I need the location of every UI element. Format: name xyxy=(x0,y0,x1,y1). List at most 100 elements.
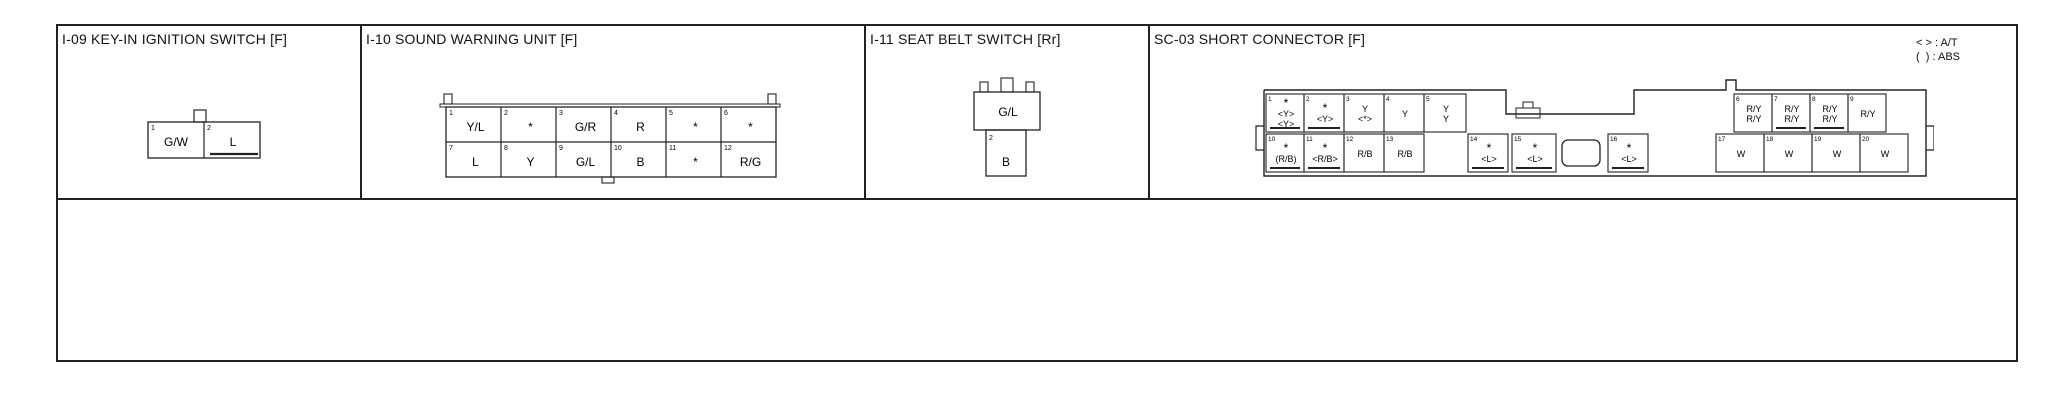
pin-cell xyxy=(1511,133,1557,173)
pin-label: (R/B) xyxy=(1276,154,1297,164)
pin-label: R/Y xyxy=(1822,104,1837,114)
pin-label: R xyxy=(636,120,645,134)
pin-label: R/G xyxy=(740,155,761,169)
pin-number: 2 xyxy=(1306,96,1310,103)
pin-label: B xyxy=(636,155,644,169)
pin-label: * xyxy=(693,155,698,169)
pin-label: R/B xyxy=(1397,149,1412,159)
pin-label: * xyxy=(1627,141,1632,155)
section-title-i10: I-10 SOUND WARNING UNIT [F] xyxy=(366,31,578,47)
pin-number: 16 xyxy=(1610,136,1618,143)
pin-cell xyxy=(1467,133,1509,173)
divider xyxy=(864,26,866,198)
pin-label: W xyxy=(1737,149,1746,159)
pin-number: 9 xyxy=(1850,96,1854,103)
pin-number: 12 xyxy=(1346,136,1354,143)
pin-number: 10 xyxy=(1268,136,1276,143)
pin-label: Y xyxy=(1402,109,1408,119)
pin-label: * xyxy=(1323,141,1328,155)
pin-label: <R/B> xyxy=(1312,154,1338,164)
pin-label: * xyxy=(1533,141,1538,155)
pin-number: 8 xyxy=(1812,96,1816,103)
pin-number: 3 xyxy=(1346,96,1350,103)
pin-label: L xyxy=(230,135,237,149)
pin-number: 4 xyxy=(1386,96,1390,103)
pin-label: <L> xyxy=(1621,154,1637,164)
pin-number: 8 xyxy=(504,145,508,152)
pin-label: * xyxy=(1487,141,1492,155)
pin-number: 1 xyxy=(449,110,453,117)
pin-label: G/W xyxy=(164,135,189,149)
pin-label: L xyxy=(472,155,479,169)
pin-number: 7 xyxy=(1774,96,1778,103)
pin-cell xyxy=(1383,133,1425,173)
pin-label: G/L xyxy=(576,155,596,169)
pin-label: <Y> xyxy=(1317,114,1334,124)
pin-number: 5 xyxy=(1426,96,1430,103)
pin-label: * xyxy=(1284,96,1289,110)
pin-number: 20 xyxy=(1862,136,1870,143)
pin-number: 6 xyxy=(724,110,728,117)
pin-label: Y xyxy=(1443,104,1449,114)
legend-abs: ( ) : ABS xyxy=(1916,51,1961,63)
pin-label: Y xyxy=(526,155,534,169)
pin-label: * xyxy=(1284,141,1289,155)
pin-label: R/Y xyxy=(1784,114,1799,124)
pin-label: W xyxy=(1881,149,1890,159)
pin-label: R/Y xyxy=(1746,104,1761,114)
pin-number: 10 xyxy=(614,145,622,152)
divider xyxy=(360,26,362,198)
pin-number: 11 xyxy=(669,145,676,152)
pin-number: 2 xyxy=(504,110,508,117)
pin-label: R/Y xyxy=(1784,104,1799,114)
divider xyxy=(58,198,2016,200)
sc03-connector: 1*<Y><Y>2*<Y>3Y<*>4Y5YY6R/YR/Y7R/YR/Y8R/… xyxy=(1255,79,1934,177)
pin-number: 15 xyxy=(1514,136,1522,143)
pin-number: 4 xyxy=(614,110,618,117)
pin-number: 3 xyxy=(559,110,563,117)
pin-number: 7 xyxy=(449,145,453,152)
section-title-i11: I-11 SEAT BELT SWITCH [Rr] xyxy=(870,31,1061,47)
blank-slot xyxy=(1561,139,1601,167)
pin-number: 1 xyxy=(1268,96,1272,103)
pin-number: 13 xyxy=(1386,136,1394,143)
pin-label: <Y> xyxy=(1278,109,1295,119)
pin-number: 12 xyxy=(724,145,732,152)
pin-number: 5 xyxy=(669,110,673,117)
pin-label: <L> xyxy=(1481,154,1497,164)
section-title-i09: I-09 KEY-IN IGNITION SWITCH [F] xyxy=(62,31,288,47)
legend-at: < > : A/T xyxy=(1916,37,1958,49)
pin-label: G/L xyxy=(998,105,1018,119)
pin-label: * xyxy=(1323,101,1328,115)
pin-label: W xyxy=(1833,149,1842,159)
pin-label: R/Y xyxy=(1746,114,1761,124)
pin-label: Y xyxy=(1362,104,1368,114)
pin-label: * xyxy=(528,120,533,134)
pin-number: 1 xyxy=(151,125,155,132)
pin-label: <L> xyxy=(1527,154,1543,164)
pin-cell xyxy=(1859,133,1909,173)
divider xyxy=(1148,26,1150,198)
pin-label: Y xyxy=(1443,114,1449,124)
pin-number: 2 xyxy=(207,125,211,132)
pin-label: R/Y xyxy=(1860,109,1875,119)
pin-cell xyxy=(1607,133,1649,173)
pin-number: 6 xyxy=(1736,96,1740,103)
pin-cell xyxy=(1847,93,1887,133)
pin-number: 19 xyxy=(1814,136,1822,143)
i11-connector: G/L 2 B xyxy=(973,77,1041,177)
diagram-frame: I-09 KEY-IN IGNITION SWITCH [F] I-10 SOU… xyxy=(56,24,2018,362)
pin-number: 18 xyxy=(1766,136,1774,143)
pin-number: 9 xyxy=(559,145,563,152)
pin-label: Y/L xyxy=(466,120,484,134)
pin-label: <*> xyxy=(1358,114,1372,124)
pin-number: 11 xyxy=(1306,136,1313,143)
pin-number: 14 xyxy=(1470,136,1478,143)
pin-label: B xyxy=(1002,155,1010,169)
i09-connector: 1 G/W 2 L xyxy=(147,109,261,159)
pin-label: <Y> xyxy=(1278,119,1295,129)
pin-label: G/R xyxy=(575,120,597,134)
pin-number: 17 xyxy=(1718,136,1726,143)
pin-label: R/B xyxy=(1357,149,1372,159)
